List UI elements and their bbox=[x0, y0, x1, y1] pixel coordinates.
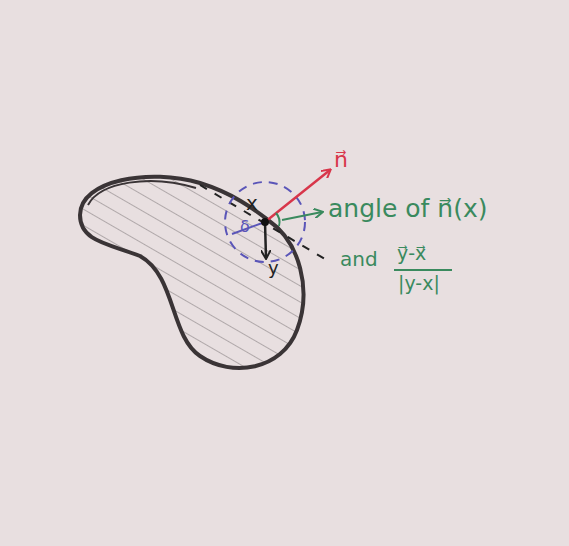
angle-arc bbox=[276, 213, 280, 226]
normal-vector bbox=[265, 170, 330, 222]
tangent-line bbox=[200, 185, 330, 262]
region bbox=[60, 150, 330, 390]
radius-label: δ bbox=[240, 218, 250, 236]
delta-circle bbox=[225, 182, 305, 262]
fraction-numerator: y⃗-x⃗ bbox=[397, 243, 426, 264]
annotation: angle of n⃗(x) bbox=[328, 195, 488, 223]
fraction-denominator: |y-x| bbox=[398, 273, 440, 294]
point-label: x bbox=[246, 192, 258, 214]
pointer-arrow bbox=[282, 212, 322, 220]
point-label: y bbox=[268, 258, 279, 278]
vector-label: n⃗ bbox=[334, 148, 348, 172]
direction-vector bbox=[265, 222, 266, 258]
fraction-bar bbox=[394, 269, 452, 271]
point bbox=[261, 218, 269, 226]
annotation: and bbox=[340, 248, 378, 270]
